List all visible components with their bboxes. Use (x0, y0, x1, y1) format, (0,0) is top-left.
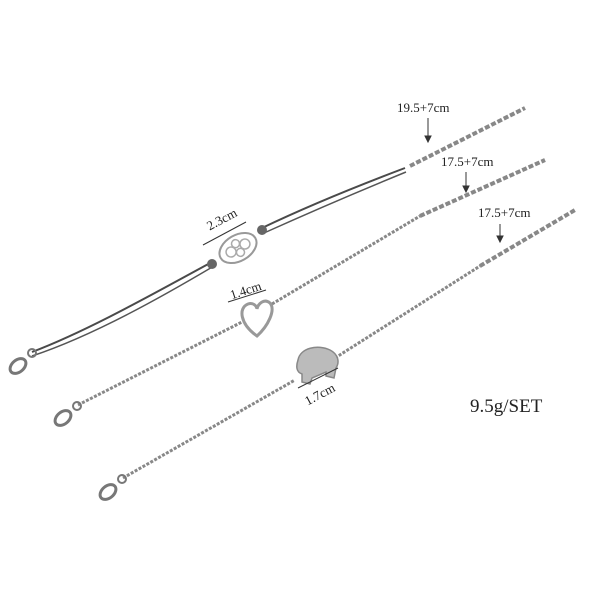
elephant-charm-icon (296, 346, 339, 385)
bead (207, 259, 217, 269)
length-label-1: 19.5+7cm (397, 100, 450, 115)
filigree-charm-icon (218, 231, 258, 265)
elephant-chain-bracelet (98, 208, 577, 501)
dimension-line (202, 221, 247, 246)
length-label-2: 17.5+7cm (441, 154, 494, 169)
heart-charm-icon (240, 299, 274, 338)
length-label-3: 17.5+7cm (478, 205, 531, 220)
heart-chain-bracelet (53, 158, 546, 427)
filigree-cord-bracelet (8, 106, 526, 375)
bead (257, 225, 267, 235)
lobster-clasp-icon (53, 401, 82, 427)
weight-label: 9.5g/SET (470, 396, 543, 417)
lobster-clasp-icon (8, 348, 37, 375)
dimension-line (227, 289, 267, 303)
lobster-clasp-icon (98, 474, 127, 501)
dimension-line (297, 367, 339, 389)
